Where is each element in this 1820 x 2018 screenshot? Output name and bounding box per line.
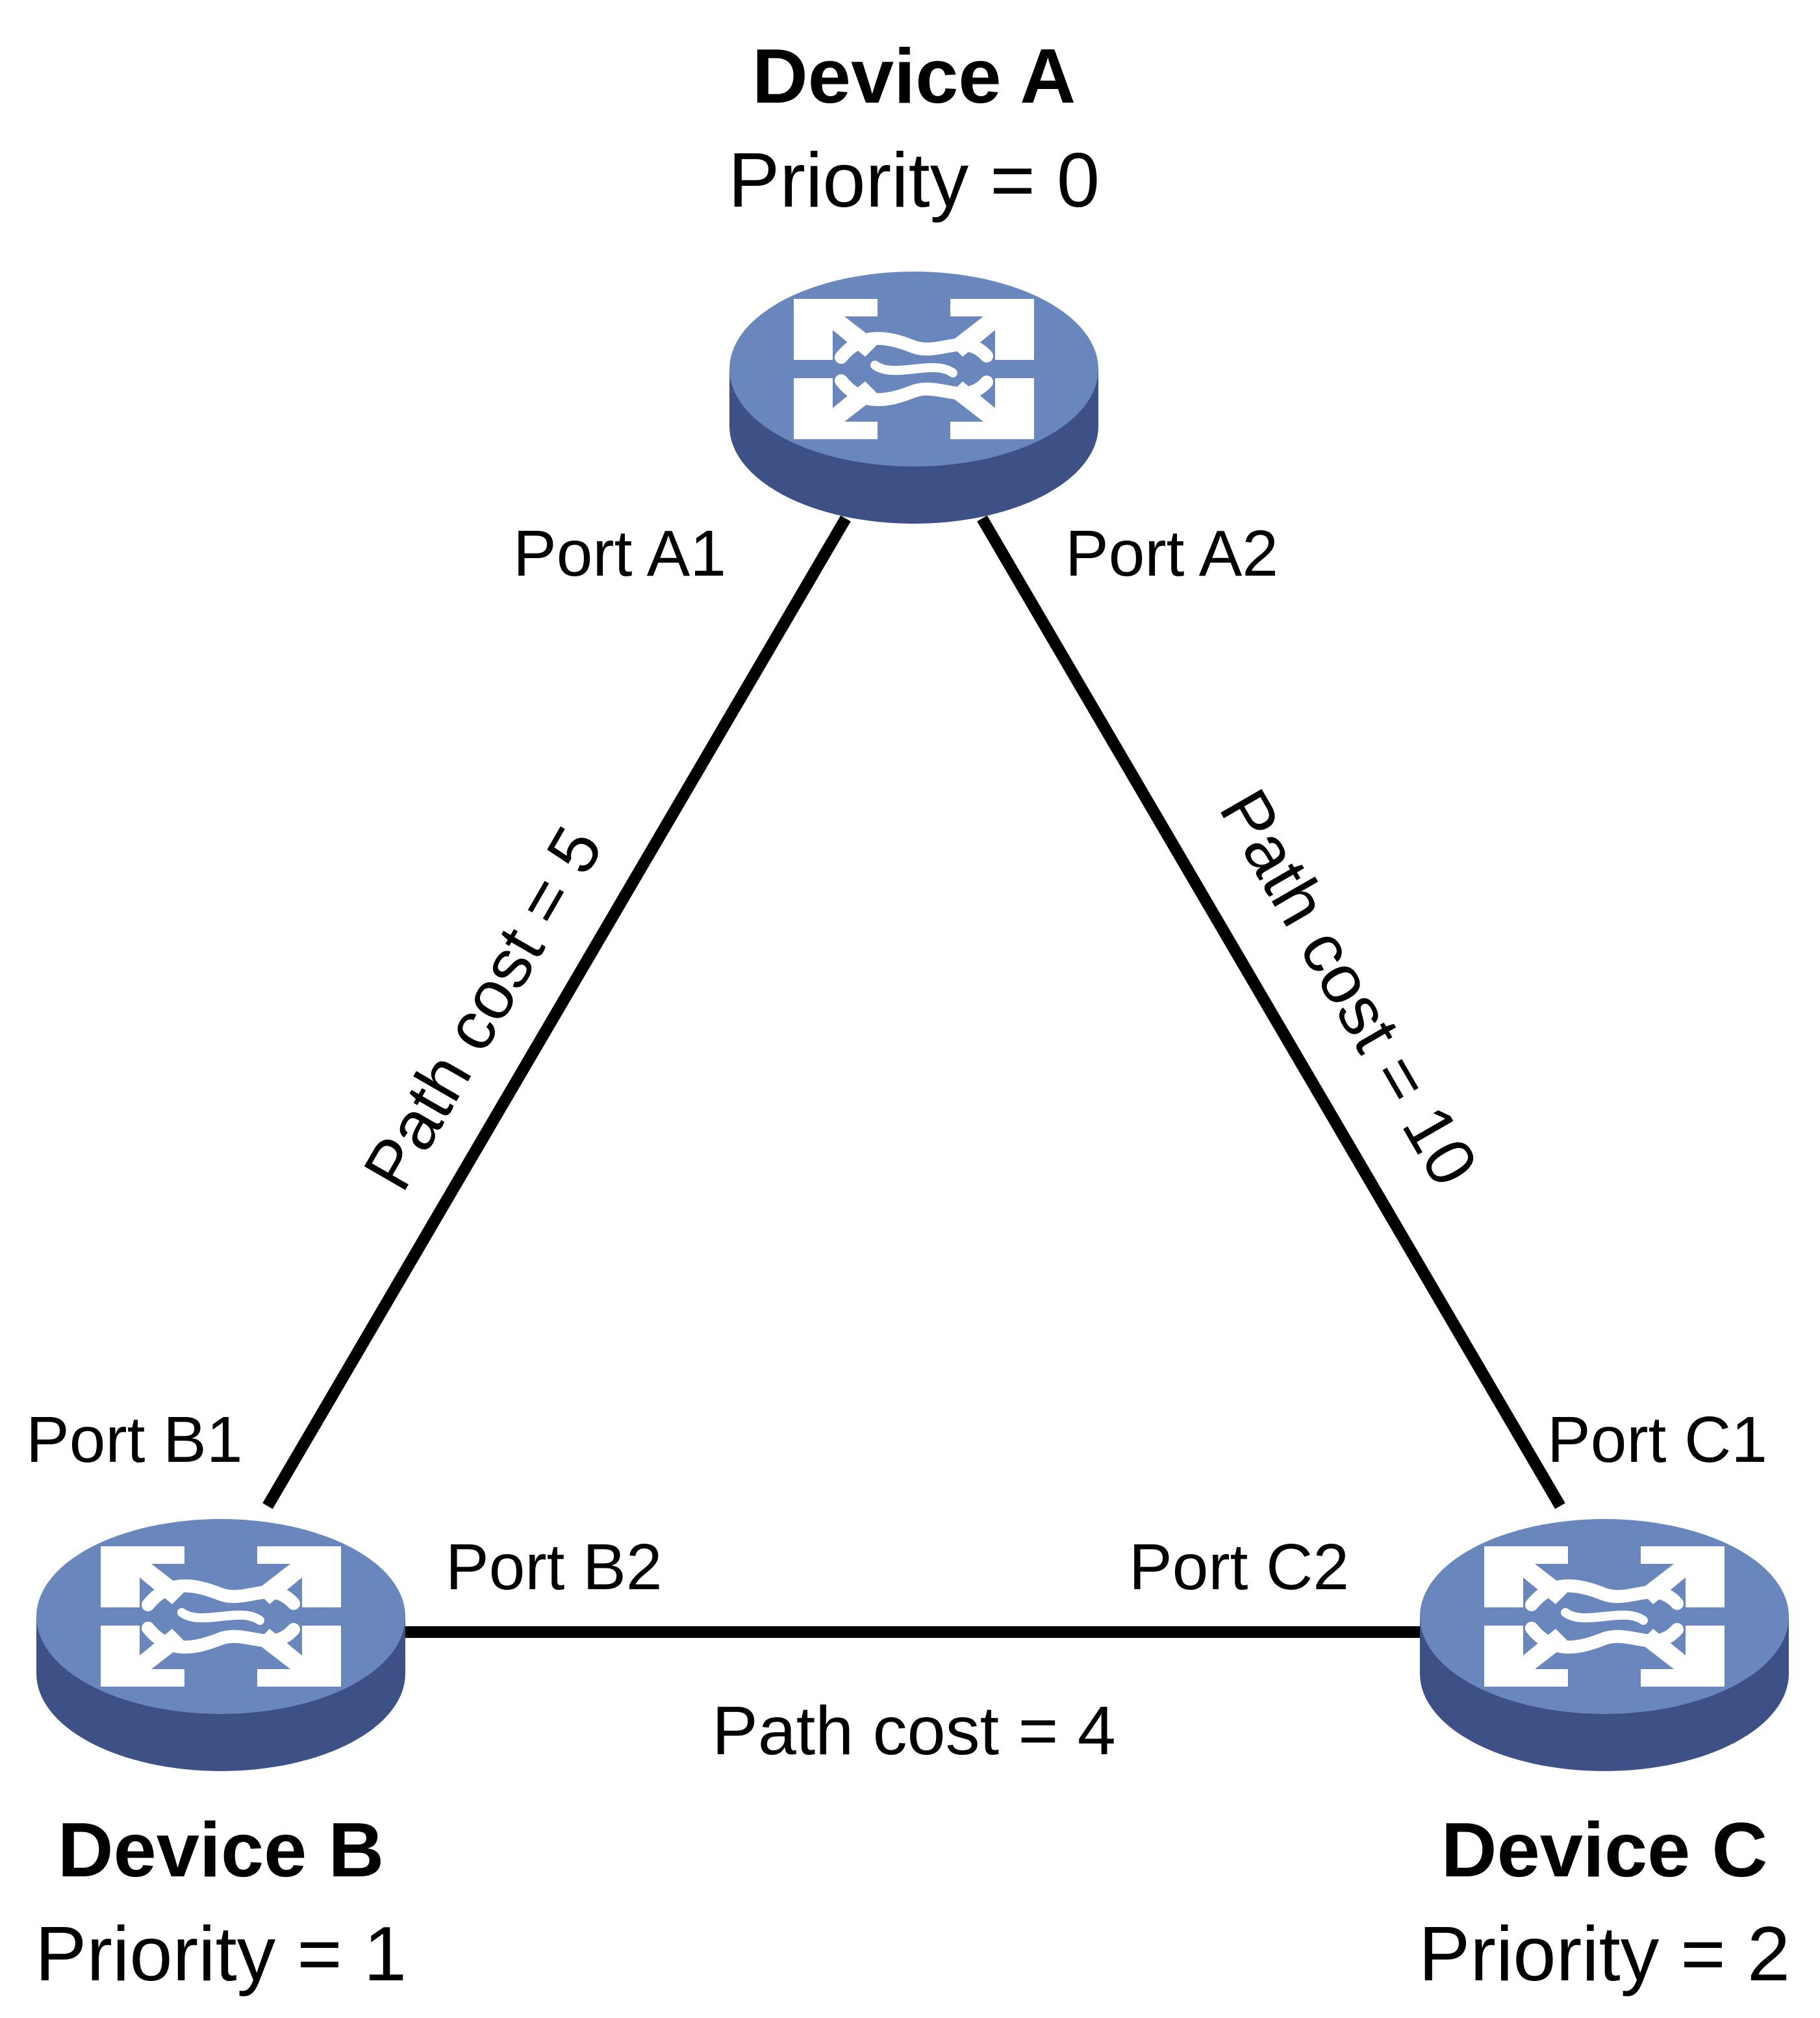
device-b-name: Device B (58, 1807, 385, 1893)
port-b1-label: Port B1 (26, 1403, 243, 1476)
port-b2-label: Port B2 (446, 1531, 663, 1603)
link-a-c (977, 515, 1565, 1509)
device-c-switch-icon[interactable] (1420, 1519, 1789, 1771)
device-c-name: Device C (1441, 1807, 1768, 1893)
device-a-switch-icon[interactable] (729, 272, 1098, 524)
port-c1-label: Port C1 (1547, 1403, 1767, 1476)
device-a-name: Device A (752, 33, 1076, 120)
device-b-priority: Priority = 1 (35, 1911, 407, 1997)
port-c2-label: Port C2 (1129, 1531, 1349, 1603)
port-a2-label: Port A2 (1065, 517, 1278, 590)
device-a-priority: Priority = 0 (728, 137, 1100, 224)
path-cost-b-c: Path cost = 4 (712, 1692, 1116, 1769)
link-a-b (262, 515, 851, 1509)
device-b-switch-icon[interactable] (36, 1519, 405, 1771)
device-c-priority: Priority = 2 (1419, 1911, 1790, 1997)
port-a1-label: Port A1 (513, 517, 726, 590)
